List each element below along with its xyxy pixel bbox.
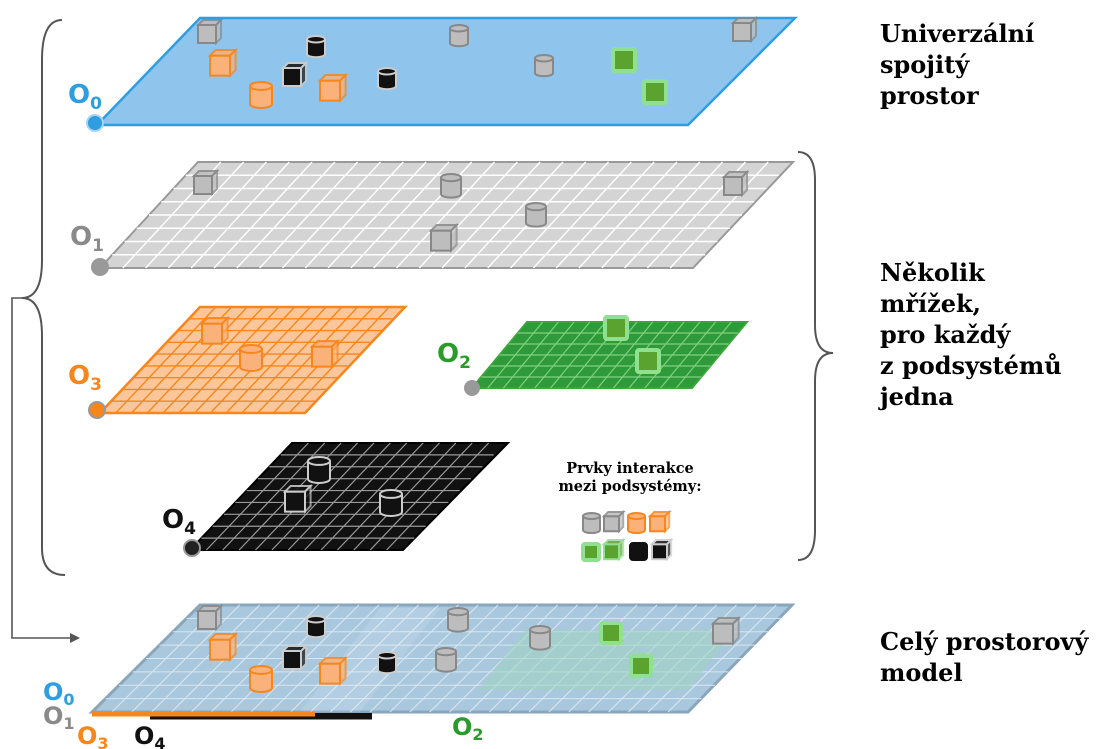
cube-icon bbox=[599, 621, 623, 645]
origin-dot-o1 bbox=[91, 258, 109, 276]
grid-line bbox=[205, 442, 309, 551]
grid-line bbox=[146, 306, 248, 414]
cylinder-icon bbox=[377, 67, 397, 91]
cylinder-icon bbox=[307, 456, 331, 484]
origin-dot-o0 bbox=[86, 114, 104, 132]
cube-icon bbox=[603, 315, 629, 341]
composite-inner-shade bbox=[300, 608, 440, 712]
grid-line bbox=[178, 306, 280, 414]
cylinder-icon bbox=[239, 344, 263, 372]
cube-icon bbox=[721, 169, 750, 198]
cube-icon bbox=[199, 315, 231, 347]
cylinder-icon bbox=[627, 512, 646, 535]
cube-icon bbox=[207, 631, 239, 663]
cube-icon bbox=[309, 338, 341, 370]
cylinder-icon bbox=[525, 202, 547, 228]
grid-line bbox=[353, 442, 457, 551]
label-whole-model: Celý prostorový model bbox=[880, 627, 1089, 687]
cube-icon bbox=[317, 655, 349, 687]
origin-label-o0: O0 bbox=[68, 80, 102, 114]
cube-icon bbox=[280, 60, 309, 89]
cube-icon bbox=[191, 168, 220, 197]
grid-line bbox=[304, 442, 408, 551]
grid-line bbox=[162, 306, 264, 414]
plane-o3-objects bbox=[199, 315, 341, 372]
origin-dot-o4 bbox=[183, 539, 201, 557]
composite-objects bbox=[195, 603, 742, 693]
plane-o2-objects bbox=[603, 315, 661, 374]
cube-icon bbox=[428, 222, 460, 254]
cube-icon bbox=[601, 509, 626, 534]
cube-icon bbox=[282, 483, 314, 515]
cube-icon bbox=[280, 643, 309, 672]
cylinder-icon bbox=[447, 607, 469, 633]
grid-line bbox=[386, 442, 490, 551]
cylinder-icon bbox=[449, 24, 469, 48]
grid-o4-lines bbox=[201, 442, 494, 551]
origin-label-o1: O1 bbox=[70, 222, 104, 256]
label-universal-space: Univerzální spojitý prostor bbox=[880, 19, 1035, 110]
cube-icon bbox=[611, 47, 637, 73]
merge-arrow bbox=[11, 297, 72, 639]
origin-label-o4: O4 bbox=[162, 505, 196, 539]
plane-o4-objects bbox=[282, 456, 403, 517]
cylinder-icon bbox=[249, 81, 273, 109]
grid-line bbox=[288, 306, 390, 414]
cube-icon bbox=[642, 79, 668, 105]
cylinder-icon bbox=[377, 651, 397, 675]
origin-dot-o2 bbox=[464, 380, 480, 396]
merge-arrow-head bbox=[70, 633, 80, 643]
cube-icon bbox=[207, 47, 239, 79]
cube-icon bbox=[195, 17, 224, 46]
cube-icon bbox=[629, 542, 648, 561]
right-brace bbox=[797, 151, 834, 561]
cylinder-icon bbox=[440, 173, 462, 199]
grid-line bbox=[241, 306, 343, 414]
left-brace bbox=[21, 19, 66, 576]
cylinder-icon bbox=[582, 512, 601, 535]
origin-label-o2: O2 bbox=[437, 339, 471, 373]
cylinder-icon bbox=[529, 625, 551, 651]
cube-icon bbox=[710, 615, 742, 647]
cylinder-icon bbox=[306, 615, 326, 639]
origin-label-o3: O3 bbox=[68, 361, 102, 395]
composite-label-o1: O1 bbox=[43, 702, 75, 733]
cube-icon bbox=[581, 542, 601, 562]
cube-icon bbox=[601, 537, 626, 562]
grid-line bbox=[225, 306, 327, 414]
cube-icon bbox=[730, 15, 759, 44]
label-multiple-grids: Několik mřížek, pro každý z podsystémů j… bbox=[880, 258, 1062, 411]
grid-line bbox=[369, 442, 473, 551]
grid-line bbox=[320, 442, 424, 551]
cylinder-icon bbox=[249, 665, 273, 693]
plane-o1-objects bbox=[191, 168, 750, 254]
composite-label-o0: O0 bbox=[43, 678, 75, 709]
legend-title: Prvky interakce mezi podsystémy: bbox=[558, 460, 702, 495]
cube-icon bbox=[629, 654, 653, 678]
cylinder-icon bbox=[534, 54, 554, 78]
composite-label-o4: O4 bbox=[134, 722, 166, 749]
cylinder-icon bbox=[435, 647, 457, 673]
cube-icon bbox=[649, 537, 674, 562]
cylinder-icon bbox=[306, 35, 326, 59]
grid-line bbox=[287, 442, 391, 551]
grid-line bbox=[271, 442, 375, 551]
cylinder-icon bbox=[379, 489, 403, 517]
grid-line bbox=[257, 306, 359, 414]
legend-icons bbox=[581, 509, 674, 562]
cube-icon bbox=[647, 509, 672, 534]
plane-o0-objects bbox=[195, 15, 759, 109]
composite-label-o3: O3 bbox=[77, 722, 109, 749]
origin-dot-o3 bbox=[88, 401, 106, 419]
composite-label-o2: O2 bbox=[452, 713, 484, 744]
grid-line bbox=[115, 306, 217, 414]
cube-icon bbox=[635, 348, 661, 374]
cube-icon bbox=[195, 603, 224, 632]
cube-icon bbox=[317, 72, 349, 104]
